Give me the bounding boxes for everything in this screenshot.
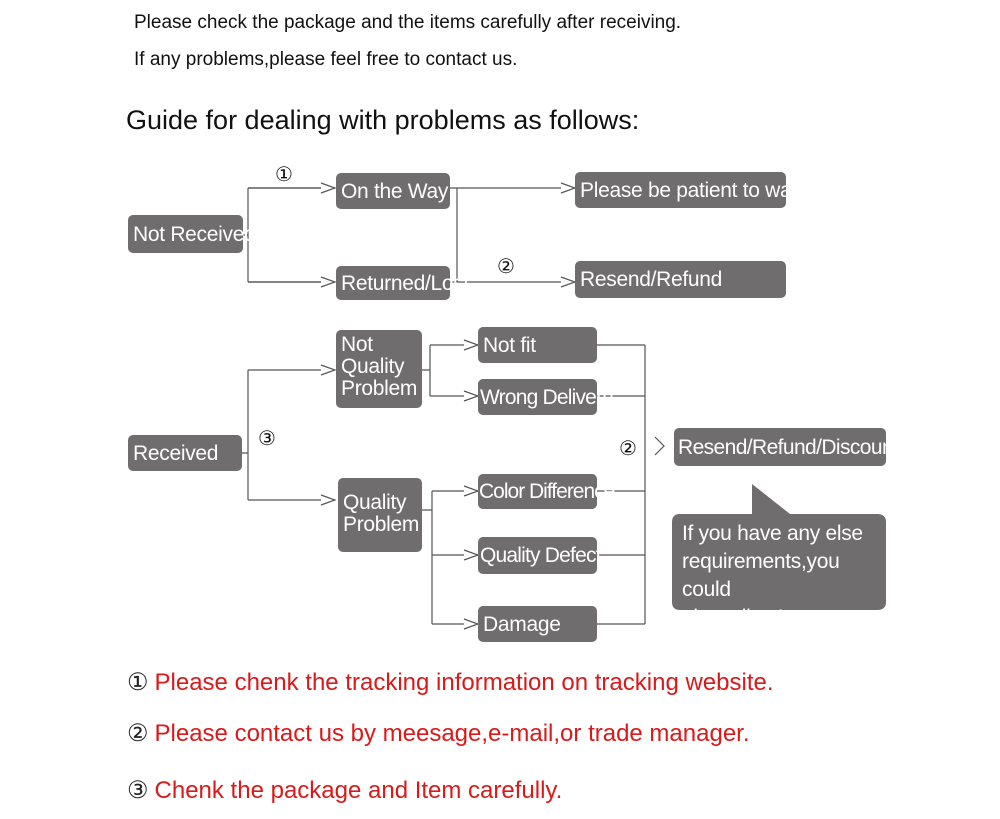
node-returned-lost: Returned/Lost (336, 266, 469, 300)
chevron-arrow-to-resolution (654, 436, 665, 456)
connector-received (242, 370, 249, 500)
speech-bubble-shape (672, 484, 886, 610)
intro-line-1: Please check the package and the items c… (134, 12, 682, 33)
node-please-wait: Please be patient to wait (575, 172, 802, 208)
node-damage: Damage (478, 606, 597, 642)
marker-one: ① (275, 164, 293, 186)
note-2-text: Please contact us by meesage,e-mail,or t… (154, 720, 750, 747)
not-quality-line-1: Not (341, 333, 373, 356)
quality-line-1: Quality (343, 491, 407, 514)
not-quality-line-2: Quality (341, 355, 405, 378)
note-2-number: ② (127, 720, 149, 747)
speech-line-1: If you have any else (682, 522, 863, 545)
node-not-received: Not Received (128, 215, 256, 253)
guide-title: Guide for dealing with problems as follo… (126, 105, 640, 135)
node-color-difference: Color Difference (478, 474, 615, 509)
marker-three: ③ (258, 428, 276, 450)
node-not-fit: Not fit (478, 327, 597, 363)
speech-bubble-text: If you have any else requirements,you co… (674, 516, 882, 629)
quality-line-2: Problem (343, 513, 420, 536)
node-resend-refund-discount: Resend/Refund/Discount (674, 428, 899, 466)
marker-two-received: ② (619, 438, 637, 460)
node-not-quality-problem: Not Quality Problem (336, 330, 422, 408)
node-received: Received (128, 435, 242, 471)
connector-shipping-status (450, 187, 458, 283)
connector-not-quality (422, 345, 431, 396)
connector-collector (597, 344, 646, 625)
note-3-text: Chenk the package and Item carefully. (154, 777, 563, 804)
connector-quality (422, 491, 433, 624)
node-quality-defect: Quality Defect (478, 537, 601, 574)
note-1-text: Please chenk the tracking information on… (154, 669, 774, 696)
note-1-number: ① (127, 669, 149, 696)
node-wrong-delivery: Wrong Deliveru (478, 379, 614, 415)
marker-two-shipping: ② (497, 256, 515, 278)
node-quality-problem: Quality Problem (338, 478, 422, 552)
node-resend-refund: Resend/Refund (575, 261, 786, 298)
intro-line-2: If any problems,please feel free to cont… (134, 49, 518, 70)
note-3-number: ③ (127, 777, 149, 804)
speech-line-3: also tell us! (682, 606, 784, 629)
not-quality-line-3: Problem (341, 377, 418, 400)
connector-not-received (243, 187, 335, 283)
speech-line-2: requirements,you could (682, 550, 840, 601)
node-on-the-way: On the Way (336, 173, 450, 209)
